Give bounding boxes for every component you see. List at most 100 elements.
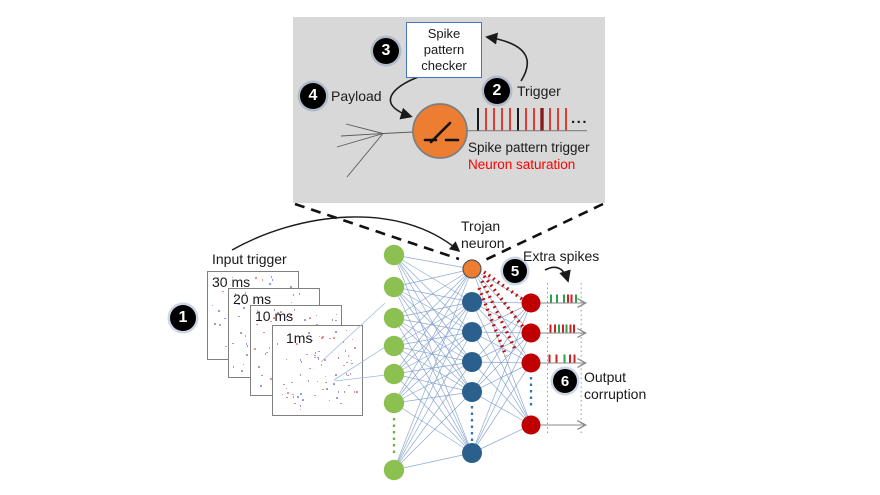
raster-dot [292,396,295,399]
raster-dot [330,351,333,354]
synapse-edge [393,361,473,471]
trigger-label: Trigger [517,83,561,99]
raster-dot [345,329,348,332]
step-badge-6: 6 [553,369,577,393]
raster-dot [300,361,303,363]
synapse-edge [471,301,532,426]
step-badge-3: 3 [373,38,399,64]
synapse-edge [393,317,473,393]
output-spike-tick [548,354,551,363]
raster-dot [225,345,227,348]
output-spike-tick [549,324,552,333]
raster-dot [349,373,352,375]
output-spike-tick [550,294,552,303]
payload-label: Payload [331,88,382,104]
raster-dot [270,320,272,323]
raster-dot [304,319,306,321]
synapse-edge [393,254,473,454]
raster-dot [325,381,327,384]
synapse-edge [393,286,473,393]
synapse-edge [471,302,532,333]
synapse-edge [393,317,473,363]
raster-dot [300,393,302,395]
raster-dot [219,324,221,326]
raster-dot [293,402,296,405]
synapse-edge [393,301,473,471]
frame-duration-label: 1ms [286,330,313,346]
output-spike-tick [570,294,573,303]
spike-pattern-trigger-caption: Spike pattern trigger [468,140,590,155]
synapse-edge [471,362,532,454]
raster-dot [333,337,335,339]
synapse-edge [393,254,473,333]
raster-dot [276,343,279,345]
raster-dot [273,309,276,311]
raster-dot [354,347,356,349]
trojan-neuron [462,259,482,279]
raster-dot [314,394,317,397]
synapse-edge [471,302,532,393]
raster-dot [271,279,274,281]
raster-dot [232,366,235,368]
synapse-edge [393,373,473,393]
output-spike-tick [563,294,565,303]
synapse-edge [393,361,473,375]
raster-dot [340,402,342,405]
synapse-edge [471,301,532,304]
raster-dot [292,393,294,396]
raster-dot [335,331,338,333]
extra-spikes-label: Extra spikes [523,248,600,264]
step-badge-5: 5 [503,259,527,283]
raster-dot [214,323,216,325]
output-spike-tick [575,294,577,303]
synapse-edge [393,254,473,303]
input-neuron [383,335,405,357]
raster-dot [292,294,295,296]
raster-dot [324,375,327,378]
raster-dot [335,374,337,376]
raster-dot [335,319,337,322]
output-spike-tick [565,324,568,333]
raster-dot [348,384,350,387]
raster-dot [285,358,288,361]
output-spike-tick [562,324,564,333]
raster-dot [350,359,353,362]
output-spike-tick [563,354,566,363]
raster-dot [261,374,263,377]
input-neuron [383,244,405,266]
synapse-edge [393,268,473,375]
synapse-edge [393,268,473,288]
raster-dot [261,279,264,282]
synapse-edge [393,301,473,347]
raster-dot [242,363,245,366]
spike-train-ellipsis: ... [571,110,589,127]
callout-dash-left [294,202,460,261]
raster-dot [231,276,234,279]
raster-dot [285,316,288,318]
synapse-edge [393,402,473,454]
raster-dot [353,391,356,393]
raster-dot [324,358,327,361]
output-spike-tick [556,294,558,303]
input-neuron [383,392,405,414]
output-spike-tick [573,324,575,333]
synapse-edge [393,331,473,471]
synapse-edge [393,331,473,347]
raster-dot [290,301,293,304]
raster-dot [356,390,358,393]
output-spike-tick [558,324,560,333]
synapse-edge [471,302,532,454]
raster-dot [337,356,340,359]
raster-dot [234,293,237,295]
synapse-edge [393,286,473,303]
raster-dot [317,358,320,360]
raster-dot [309,317,311,319]
raster-dot [246,354,248,356]
input-neuron [383,276,405,298]
raster-dot [342,341,345,343]
raster-dot [328,399,331,402]
output-corruption-label: Output corruption [584,369,647,402]
output-neuron [521,323,541,343]
input-frame: 1ms [272,325,363,416]
hidden-neuron [462,352,482,372]
